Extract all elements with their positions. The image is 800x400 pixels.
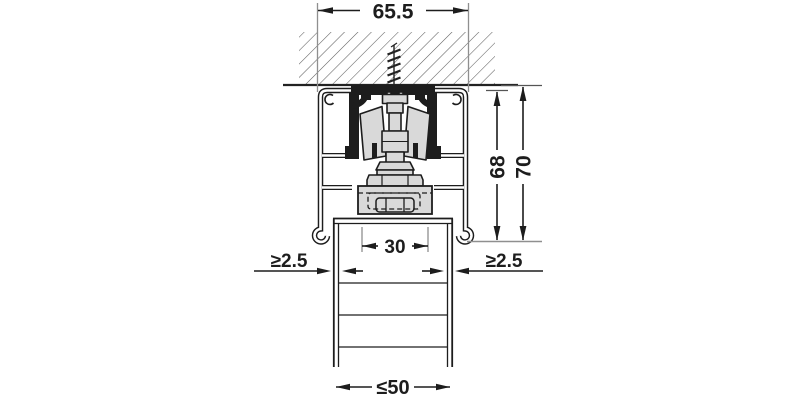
arrowhead-right	[317, 267, 331, 275]
dimension-label-height-with-ceiling: 70	[513, 155, 536, 178]
arrowhead-right	[453, 7, 468, 14]
rail-right-wall	[427, 93, 437, 149]
door-panel	[332, 217, 454, 367]
arrowhead-right	[430, 267, 444, 275]
dimension-label-door-thickness: ≤50	[376, 377, 409, 399]
mounting-screw	[387, 42, 401, 85]
arrowhead-left	[342, 267, 356, 275]
arrowhead-left	[318, 7, 333, 14]
bracket-bolt-head	[375, 197, 415, 213]
arrowhead-left	[336, 383, 350, 391]
arrowhead-down	[493, 226, 501, 241]
arrowhead-up	[519, 86, 527, 101]
arrowhead-right	[414, 242, 428, 250]
dimension-clearance-right: ≥2.5	[422, 251, 543, 275]
hanger-stem-mid	[388, 112, 402, 132]
arrowhead-right	[436, 383, 450, 391]
dimension-overall-width: 65.5	[316, 1, 470, 92]
right-running-lip	[413, 143, 418, 158]
ceiling-hatch	[283, 32, 518, 87]
left-fascia-core	[313, 89, 352, 244]
hanger-cap	[381, 93, 409, 105]
rail-left-wall	[349, 93, 359, 149]
dimension-height-with-ceiling: 70	[467, 84, 542, 243]
dimension-label-clearance-left: ≥2.5	[271, 251, 308, 272]
rail-left-foot	[345, 146, 359, 159]
dimension-label-clearance-right: ≥2.5	[486, 251, 523, 272]
dimension-label-track-height: 68	[487, 155, 510, 179]
arrowhead-left	[455, 267, 469, 275]
rail-top-plate	[351, 85, 435, 95]
arrowhead-up	[493, 91, 501, 106]
door-mounting-bracket	[357, 185, 433, 215]
arrowhead-left	[362, 242, 376, 250]
arrowhead-down	[519, 226, 527, 241]
dimension-label-overall-width: 65.5	[373, 1, 414, 24]
dimension-track-height: 68	[486, 89, 510, 241]
right-fascia-core	[434, 89, 473, 244]
dimension-clearance-left: ≥2.5	[254, 251, 363, 275]
height-adjust-nut	[366, 174, 424, 187]
left-screw-boss-curl	[324, 93, 335, 106]
dimension-bracket-width: 30	[361, 227, 429, 258]
bracket-body	[357, 185, 433, 215]
rail-right-claw	[417, 94, 434, 109]
rail-running-lips	[372, 143, 418, 158]
left-running-lip	[372, 143, 377, 158]
hanger-taper	[375, 161, 415, 171]
rail-left-claw	[352, 94, 369, 109]
bracket-hidden-bolt	[367, 192, 421, 210]
hanger-stem-upper	[386, 102, 404, 114]
dimension-label-bracket-width: 30	[384, 237, 405, 258]
track-profile-fascia	[311, 87, 475, 245]
rail-right-foot	[427, 146, 441, 159]
dimension-door-thickness: ≤50	[336, 377, 450, 399]
right-screw-boss-curl	[451, 93, 462, 106]
roller-carriage	[359, 91, 431, 187]
